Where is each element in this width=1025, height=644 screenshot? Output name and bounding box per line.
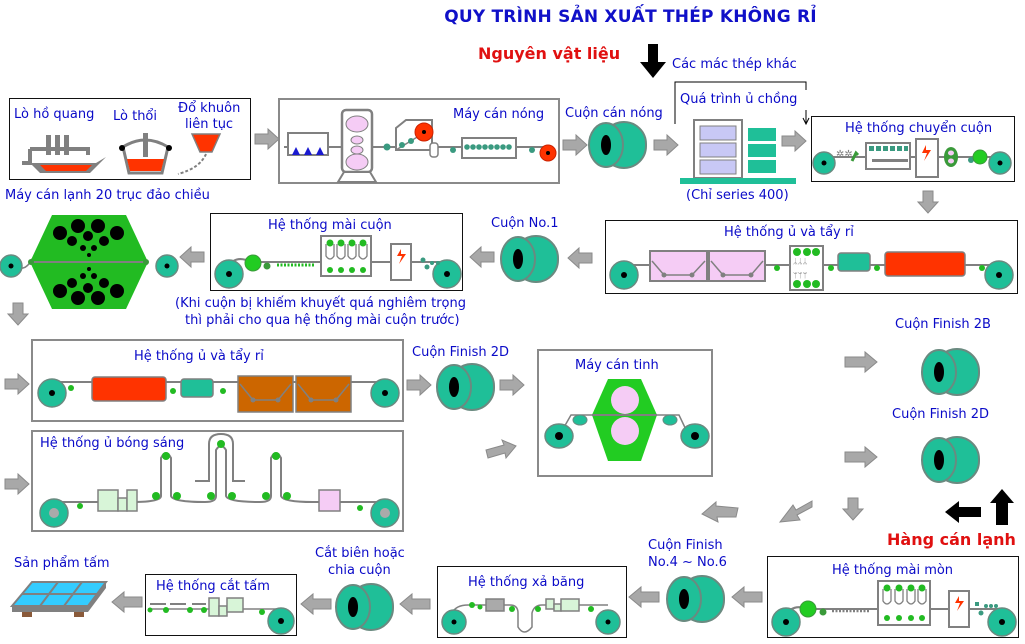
arrow-to-batch-anneal <box>653 134 679 156</box>
coil-no1-icon <box>500 235 559 283</box>
bright-annealing-box: Hệ thống ủ bóng sáng <box>31 430 404 532</box>
coil-no1-label: Cuộn No.1 <box>491 216 559 231</box>
cold-mill-label: Máy cán lạnh 20 trục đảo chiều <box>5 188 210 203</box>
steelmaking-box: Lò hồ quang Lò thổi Đổ khuôn liên tục <box>9 98 251 180</box>
page-title: QUY TRÌNH SẢN XUẤT THÉP KHÔNG RỈ <box>444 7 817 27</box>
grinding-note-line1: (Khi cuộn bị khiếm khuyết quá nghiêm trọ… <box>175 296 467 311</box>
sheet-product-label: Sản phẩm tấm <box>14 556 110 571</box>
finish-2d-left-label: Cuộn Finish 2D <box>412 345 510 360</box>
sheet-product-icon <box>9 581 108 617</box>
skin-pass-mill-diagram <box>544 379 710 461</box>
strip-uncoiling-label: Hệ thống xả băng <box>468 575 585 590</box>
arrow-to-finish-no4 <box>731 585 763 609</box>
bright-annealing-diagram <box>39 432 400 528</box>
arrow-to-cold-mill <box>179 246 205 268</box>
coil-transfer-system-box: Hệ thống chuyển cuộn ✲✲ <box>811 116 1015 182</box>
raw-material-arrow-icon <box>640 44 666 78</box>
finish-2b-label: Cuộn Finish 2B <box>895 317 991 332</box>
arrow-to-hot-mill <box>254 128 280 150</box>
cold-rolled-left-arrow-icon <box>945 501 981 523</box>
polishing-diagram <box>771 580 1017 637</box>
finish-no4-label-2: No.4 ~ No.6 <box>648 555 727 570</box>
coil-grinding-system-label: Hệ thống mài cuộn <box>268 218 392 233</box>
anneal-pickle-2-box: Hệ thống ủ và tẩy rỉ <box>31 339 404 422</box>
batch-annealing-label: Quá trình ủ chồng <box>680 92 798 107</box>
slitting-label-1: Cắt biên hoặc <box>315 546 405 561</box>
finish-2d-right-label: Cuộn Finish 2D <box>892 407 990 422</box>
arrow-to-strip-uncoiling <box>628 585 660 609</box>
other-grades-label: Các mác thép khác <box>672 57 797 72</box>
slitting-coil-icon <box>335 583 394 631</box>
anneal-pickle-1-diagram: ᛦᛦᛦ ᛘᛘᛘ <box>609 245 1014 291</box>
finish-2d-right-coil-icon <box>921 436 980 484</box>
cold-mill-20-roll-icon <box>0 215 179 309</box>
raw-material-label: Nguyên vật liệu <box>478 44 621 63</box>
arc-furnace-icon <box>22 135 106 173</box>
sheet-cutting-label: Hệ thống cắt tấm <box>156 579 270 594</box>
anneal-pickle-1-box: Hệ thống ủ và tẩy rỉ ᛦᛦᛦ ᛘᛘᛘ <box>605 220 1018 294</box>
skin-pass-mill-label: Máy cán tinh <box>575 358 659 373</box>
anneal-pickle-1-label: Hệ thống ủ và tẩy rỉ <box>724 225 854 240</box>
arrow-left-lower <box>701 500 739 523</box>
hot-rolling-mill-diagram <box>284 108 557 183</box>
coil-transfer-system-label: Hệ thống chuyển cuộn <box>845 121 993 136</box>
other-grades-bracket <box>674 81 810 126</box>
hot-rolling-mill-box: Máy cán nóng <box>278 98 560 184</box>
arrow-to-finish-2b <box>844 350 878 374</box>
skin-pass-mill-box: Máy cán tinh <box>537 349 713 477</box>
strip-uncoiling-box: Hệ thống xả băng <box>437 566 627 638</box>
casting-label-1: Đổ khuôn <box>178 101 241 116</box>
polishing-system-box: Hệ thống mài mòn <box>767 556 1019 638</box>
converter-icon <box>119 133 172 175</box>
finish-no4-coil-icon <box>666 575 725 623</box>
strip-uncoiling-diagram <box>441 598 621 635</box>
converter-label: Lò thổi <box>113 109 158 124</box>
arrow-to-skin-pass <box>499 374 525 396</box>
svg-text:✲✲: ✲✲ <box>836 149 853 160</box>
batch-annealing-furnace-icon <box>680 119 796 184</box>
arrow-bright-to-skin-pass <box>485 439 517 460</box>
arrow-to-bright-anneal <box>4 473 30 495</box>
slitting-label-2: chia cuộn <box>328 563 391 578</box>
finish-2d-left-coil-icon <box>436 363 495 411</box>
hot-rolled-coil-icon <box>588 121 647 169</box>
arrow-to-anneal2 <box>4 373 30 395</box>
bright-annealing-label: Hệ thống ủ bóng sáng <box>40 436 185 451</box>
cold-rolled-goods-label: Hàng cán lạnh <box>887 530 1016 549</box>
cold-rolled-up-arrow-icon <box>990 489 1014 525</box>
casting-label-2: liên tục <box>185 117 234 132</box>
hot-rolled-coil-label: Cuộn cán nóng <box>565 106 663 121</box>
arrow-to-grinding <box>469 246 495 268</box>
coil-transfer-diagram: ✲✲ <box>812 138 1012 178</box>
finish-2b-coil-icon <box>921 348 980 396</box>
arrow-to-coil-transfer <box>781 130 807 152</box>
anneal-pickle-2-diagram <box>37 375 400 413</box>
arrow-to-coil-no1 <box>567 247 593 269</box>
arrow-to-hot-coil <box>562 134 588 156</box>
anneal-pickle-2-label: Hệ thống ủ và tẩy rỉ <box>134 349 264 364</box>
series-400-label: (Chỉ series 400) <box>686 188 789 203</box>
arrow-down-from-cold-mill <box>7 302 29 326</box>
finish-no4-label-1: Cuộn Finish <box>648 538 723 553</box>
arrow-diag-lower <box>778 500 813 523</box>
coil-grinding-system-box: Hệ thống mài cuộn <box>210 213 463 291</box>
svg-text:ᛦᛦᛦ: ᛦᛦᛦ <box>793 257 808 266</box>
sheet-cutting-diagram <box>147 597 295 635</box>
grinding-note-line2: thì phải cho qua hệ thống mài cuộn trước… <box>185 313 460 328</box>
arrow-to-finish-2d-right <box>844 445 878 469</box>
svg-text:ᛘᛘᛘ: ᛘᛘᛘ <box>793 271 808 280</box>
hot-rolling-mill-label: Máy cán nóng <box>453 107 545 122</box>
arc-furnace-label: Lò hồ quang <box>14 107 95 122</box>
arrow-to-slitting <box>399 592 431 616</box>
arrow-down-lower <box>842 497 864 521</box>
arrow-to-sheet-cutting <box>300 592 332 616</box>
caster-icon <box>177 133 222 175</box>
polishing-system-label: Hệ thống mài mòn <box>832 563 954 578</box>
arrow-to-sheet-product <box>111 590 143 614</box>
arrow-to-finish-2d-left <box>406 374 432 396</box>
arrow-down-to-anneal1 <box>917 190 939 214</box>
sheet-cutting-box: Hệ thống cắt tấm <box>145 574 297 636</box>
coil-grinding-diagram <box>214 235 462 289</box>
